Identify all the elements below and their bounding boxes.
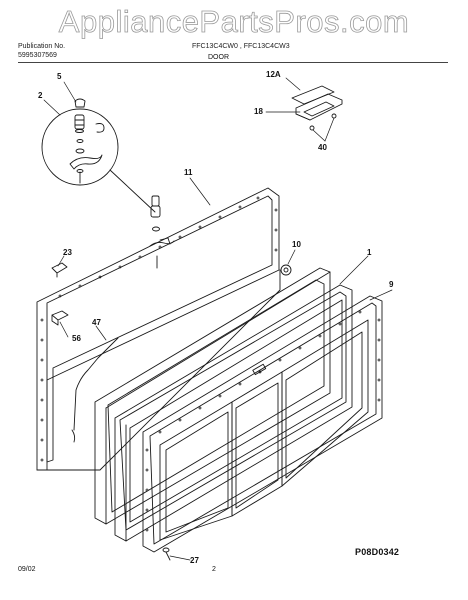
door-gasket-frame (36, 187, 281, 471)
footer-date: 09/02 (18, 566, 36, 573)
watermark: AppliancePartsPros.com (58, 4, 410, 40)
part-27-screw (162, 547, 171, 561)
hinge-detail-circle (41, 98, 119, 186)
section-title: DOOR (208, 54, 229, 61)
diagram-code: P08D0342 (355, 547, 400, 557)
callout-23: 23 (63, 248, 72, 257)
part-23-latch (51, 262, 68, 278)
callout-2: 2 (38, 91, 43, 100)
model-numbers: FFC13C4CW0 , FFC13C4CW3 (192, 43, 290, 50)
callout-18: 18 (254, 107, 263, 116)
door-liner-panel (94, 267, 331, 525)
callout-1: 1 (367, 248, 372, 257)
callout-5: 5 (57, 72, 62, 81)
callout-11: 11 (184, 168, 193, 177)
hinge-parts (149, 195, 175, 269)
callout-9: 9 (389, 280, 394, 289)
callout-12a: 12A (266, 70, 281, 79)
part-47-wire (73, 337, 119, 431)
handle-inset-parts (291, 85, 343, 131)
door-outer-frame (114, 284, 353, 542)
callout-47: 47 (92, 318, 101, 327)
leader-lines (43, 77, 393, 561)
callout-27: 27 (190, 556, 199, 565)
header-rule (18, 62, 448, 63)
publication-number: 5995307569 (18, 52, 57, 59)
callout-40: 40 (318, 143, 327, 152)
part-10-grommet (280, 264, 292, 276)
callout-10: 10 (292, 240, 301, 249)
part-56-block (51, 310, 69, 326)
callout-56: 56 (72, 334, 81, 343)
door-front-panel (142, 295, 383, 553)
publication-label: Publication No. (18, 43, 66, 50)
footer-page-number: 2 (212, 566, 216, 573)
